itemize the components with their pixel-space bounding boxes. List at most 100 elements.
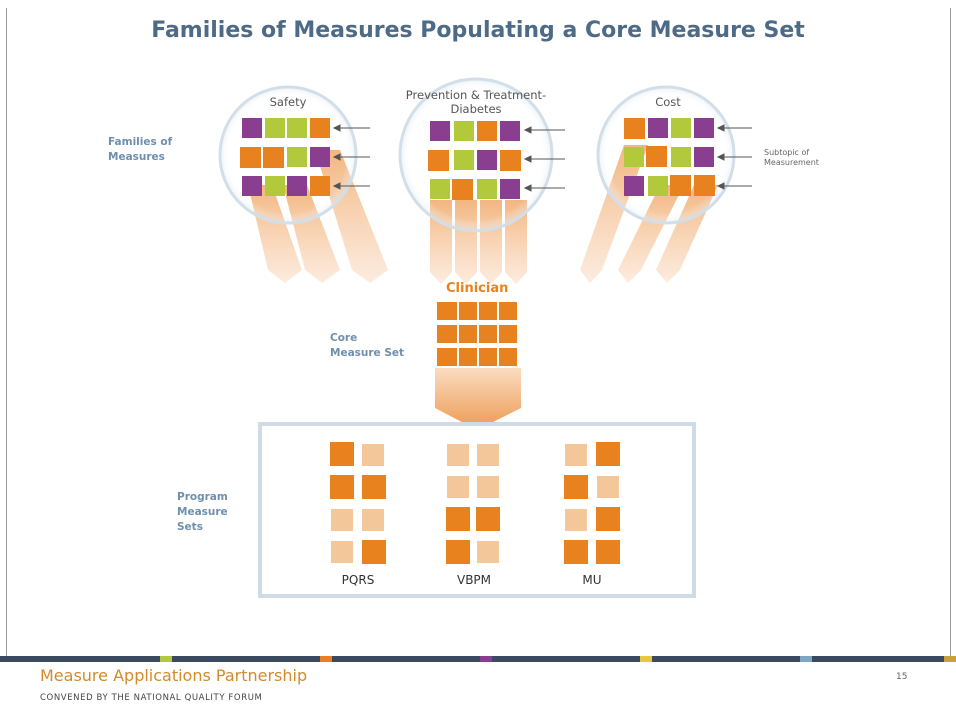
- arrow-head: [332, 124, 341, 132]
- measure-square: [479, 302, 497, 320]
- funnel-arrow: [435, 368, 521, 430]
- left-border: [6, 8, 7, 656]
- footer-accent: [480, 656, 492, 662]
- measure-square: [240, 147, 261, 168]
- measure-square: [479, 325, 497, 343]
- core-measure-grid: [437, 302, 517, 366]
- measure-square: [565, 444, 587, 466]
- measure-square: [437, 302, 457, 320]
- arrow-head: [523, 126, 532, 134]
- right-border: [950, 8, 951, 656]
- measure-square: [671, 118, 691, 138]
- footer-bar: [0, 656, 956, 662]
- measure-square: [330, 442, 354, 466]
- measure-square: [430, 121, 450, 141]
- measure-square: [437, 348, 457, 366]
- families-of-measures-label: Families of Measures: [108, 136, 173, 163]
- measure-square: [287, 118, 307, 138]
- arrow-head: [523, 155, 532, 163]
- measure-square: [624, 118, 645, 139]
- slide-title: Families of Measures Populating a Core M…: [151, 18, 805, 43]
- measure-square: [694, 175, 715, 196]
- measure-square: [310, 118, 330, 138]
- measure-square: [694, 147, 714, 167]
- family-title-cost: Cost: [655, 95, 681, 109]
- family-title-prevention-line1: Prevention & Treatment-: [405, 88, 547, 102]
- measure-square: [565, 509, 587, 531]
- program-measure-sets-label: Program Measure Sets: [177, 491, 228, 533]
- arrow-head: [716, 124, 725, 132]
- measure-square: [454, 121, 474, 141]
- family-title-prevention: Prevention & Treatment- Diabetes: [396, 88, 556, 116]
- measure-square: [671, 147, 691, 167]
- family-title-prevention-line2: Diabetes: [450, 102, 502, 116]
- measure-square: [499, 325, 517, 343]
- arrow-head: [523, 184, 532, 192]
- measure-square: [596, 540, 620, 564]
- measure-square: [500, 150, 521, 171]
- measure-square: [648, 176, 668, 196]
- footer-accent: [320, 656, 332, 662]
- measure-square: [447, 444, 469, 466]
- footer-accent: [160, 656, 172, 662]
- measure-square: [624, 147, 644, 167]
- arrow-head: [716, 153, 725, 161]
- measure-square: [310, 176, 330, 196]
- measure-square: [331, 541, 353, 563]
- measure-square: [265, 176, 285, 196]
- measure-square: [479, 348, 497, 366]
- page-number: 15: [896, 672, 908, 682]
- measure-square: [447, 476, 469, 498]
- pqrs-squares: [330, 442, 386, 564]
- measure-square: [430, 179, 450, 199]
- measure-square: [452, 179, 473, 200]
- measure-square: [263, 147, 284, 168]
- mu-squares: [564, 442, 620, 564]
- measure-square: [331, 509, 353, 531]
- measure-square: [454, 150, 474, 170]
- arrow-head: [332, 153, 341, 161]
- measure-square: [694, 118, 714, 138]
- program-label-mu: MU: [582, 573, 602, 587]
- measure-square: [446, 540, 470, 564]
- measure-square: [477, 150, 497, 170]
- measure-square: [330, 475, 354, 499]
- measure-square: [428, 150, 449, 171]
- measure-square: [362, 444, 384, 466]
- safety-squares: [240, 118, 330, 196]
- measure-square: [287, 147, 307, 167]
- measure-square: [362, 509, 384, 531]
- core-measure-set-label: Core Measure Set: [330, 332, 405, 359]
- arrow-head: [716, 182, 725, 190]
- measure-square: [499, 348, 517, 366]
- measure-square: [624, 176, 644, 196]
- footer-accent: [640, 656, 652, 662]
- measure-square: [499, 302, 517, 320]
- measure-square: [446, 507, 470, 531]
- measure-square: [476, 507, 500, 531]
- measure-square: [646, 146, 667, 167]
- measure-square: [362, 475, 386, 499]
- prevention-squares: [428, 121, 521, 200]
- arrow-head: [332, 182, 341, 190]
- measure-square: [437, 325, 457, 343]
- measure-square: [287, 176, 307, 196]
- measure-square: [596, 507, 620, 531]
- measure-square: [477, 444, 499, 466]
- subtopic-label: Subtopic of Measurement: [764, 148, 819, 167]
- measure-square: [265, 118, 285, 138]
- measure-square: [670, 175, 691, 196]
- footer-accent: [800, 656, 812, 662]
- measure-square: [459, 325, 477, 343]
- footer-subtitle: CONVENED BY THE NATIONAL QUALITY FORUM: [40, 693, 263, 703]
- measure-square: [500, 179, 520, 199]
- measure-square: [597, 476, 619, 498]
- subtopic-arrows: [332, 124, 752, 192]
- family-title-safety: Safety: [269, 95, 307, 109]
- measure-square: [459, 348, 477, 366]
- measure-square: [477, 476, 499, 498]
- footer-accent: [944, 656, 956, 662]
- measure-square: [242, 118, 262, 138]
